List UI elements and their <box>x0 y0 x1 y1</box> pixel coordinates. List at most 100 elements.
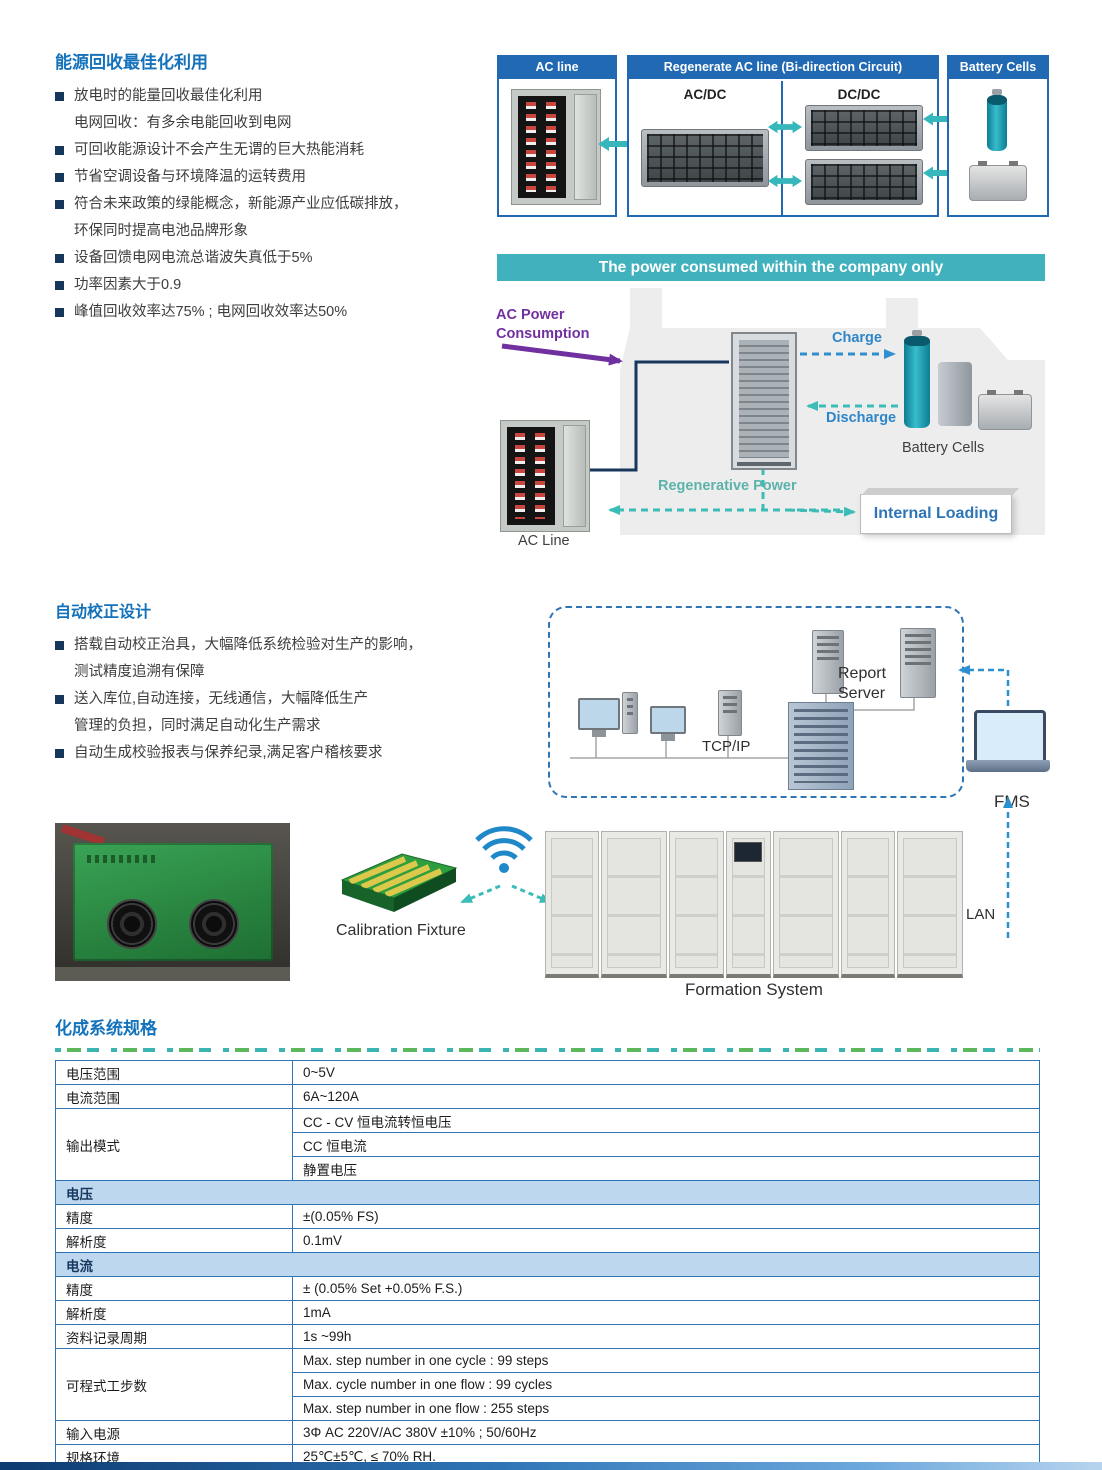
list-item-text: 测试精度追溯有保障 <box>74 664 205 680</box>
regenerative-power-label: Regenerative Power <box>658 478 797 494</box>
spec-value-cell: 1s ~99h <box>292 1324 1040 1349</box>
cabinet-graphic <box>669 831 724 978</box>
spec-value-cell: Max. cycle number in one flow : 99 cycle… <box>292 1372 1040 1397</box>
spec-section-cell: 电压 <box>55 1180 1040 1205</box>
cabinet-graphic <box>772 831 839 978</box>
list-item: 功率因素大于0.9 <box>55 272 495 299</box>
bullet-square-icon <box>55 281 64 290</box>
list-item-text: 搭载自动校正治具，大幅降低系统检验对生产的影响， <box>74 637 422 653</box>
photo-bench <box>55 967 290 981</box>
bullet-square-icon <box>55 173 64 182</box>
table-section-row: 电流 <box>55 1252 1040 1277</box>
footer-gradient-bar <box>0 1462 1102 1470</box>
ac-line-box: AC line <box>497 55 617 217</box>
list-item: 自动生成校验报表与保养纪录,满足客户稽核要求 <box>55 740 505 767</box>
list-item: 测试精度追溯有保障 <box>55 659 505 686</box>
list-item-text: 峰值回收效率达75% ; 电网回收效率达50% <box>74 304 348 320</box>
power-banner: The power consumed within the company on… <box>497 254 1045 281</box>
spec-label-cell: 精度 <box>55 1204 293 1229</box>
formation-rack-graphic <box>731 332 797 470</box>
list-item-text: 环保同时提高电池品牌形象 <box>74 223 248 239</box>
laptop-screen <box>974 710 1046 766</box>
calibration-fixture-icon <box>340 853 458 912</box>
battery-cells-label: Battery Cells <box>902 440 985 456</box>
spec-value-cell: 0~5V <box>292 1060 1040 1085</box>
table-row: Max. cycle number in one flow : 99 cycle… <box>56 1372 1040 1397</box>
charge-label: Charge <box>832 330 882 346</box>
list-item-text: 自动生成校验报表与保养纪录,满足客户稽核要求 <box>74 745 383 761</box>
fixture-photo <box>55 823 290 981</box>
calibration-fixture-label: Calibration Fixture <box>336 922 466 939</box>
server-cabinet-icon <box>788 702 854 790</box>
report-server-label: Report Server <box>838 665 887 702</box>
pc-tower-icon <box>718 690 742 736</box>
list-item: 搭载自动校正治具，大幅降低系统检验对生产的影响， <box>55 632 505 659</box>
list-item: 送入库位,自动连接，无线通信，大幅降低生产 <box>55 686 505 713</box>
calibration-heading: 自动校正设计 <box>55 604 152 621</box>
list-item: 管理的负担，同时满足自动化生产需求 <box>55 713 505 740</box>
breaker-panel-graphic <box>500 420 590 532</box>
spec-value-cell: CC - CV 恒电流转恒电压 <box>292 1108 1040 1133</box>
spec-value-cell: 0.1mV <box>292 1228 1040 1253</box>
factory-silhouette <box>620 288 1045 535</box>
calibration-section: 自动校正设计 搭载自动校正治具，大幅降低系统检验对生产的影响， 测试精度追溯有保… <box>55 598 505 767</box>
cabinet-graphic-with-screen <box>725 831 771 978</box>
prismatic-battery-graphic <box>978 390 1032 430</box>
spec-value-cell: ± (0.05% Set +0.05% F.S.) <box>292 1276 1040 1301</box>
list-item-text: 电网回收：有多余电能回收到电网 <box>74 115 292 131</box>
report-server-tower-icon <box>900 628 936 698</box>
list-item-text: 可回收能源设计不会产生无谓的巨大热能消耗 <box>74 142 364 158</box>
spec-label-cell: 可程式工步数 <box>55 1348 293 1421</box>
table-row: 精度±(0.05% FS) <box>55 1204 1040 1229</box>
table-section-row: 电压 <box>55 1180 1040 1205</box>
double-arrow-icon <box>767 120 803 134</box>
breaker-interior <box>507 427 556 525</box>
table-row: CC 恒电流 <box>56 1132 1040 1157</box>
cabinet-graphic <box>840 831 895 978</box>
ac-power-label: AC Power Consumption <box>496 306 606 344</box>
spec-label-cell: 电流范围 <box>55 1084 293 1109</box>
lan-link-arrow <box>1003 796 1013 938</box>
formation-system-label: Formation System <box>685 980 823 999</box>
double-arrow-icon <box>767 174 803 188</box>
list-item-text: 放电时的能量回收最佳化利用 <box>74 88 263 104</box>
spec-label-cell: 输出模式 <box>55 1108 293 1181</box>
acdc-label: AC/DC <box>683 87 727 102</box>
acdc-module-graphic <box>641 129 769 187</box>
list-item-text: 符合未来政策的绿能概念，新能源产业应低碳排放， <box>74 196 408 212</box>
lan-label: LAN <box>966 906 996 923</box>
breaker-panel-graphic <box>511 89 601 205</box>
list-item-text: 节省空调设备与环境降温的运转费用 <box>74 169 306 185</box>
regenerate-box: Regenerate AC line (Bi-direction Circuit… <box>627 55 939 217</box>
list-item-text: 功率因素大于0.9 <box>74 277 182 293</box>
bullet-square-icon <box>55 308 64 317</box>
dcdc-module-bottom-graphic <box>805 159 923 205</box>
cabinet-graphic <box>896 831 963 978</box>
network-wires-canvas <box>570 694 915 759</box>
cabinet-graphic <box>545 831 600 978</box>
topology-diagram: AC line Regenerate AC line (Bi-direction… <box>497 55 1049 217</box>
bullet-square-icon <box>55 200 64 209</box>
spec-heading: 化成系统规格 <box>55 1019 157 1038</box>
bullet-square-icon <box>55 146 64 155</box>
spec-label-cell: 电压范围 <box>55 1060 293 1085</box>
spec-value-cell: 6A~120A <box>292 1084 1040 1109</box>
pc-tower-icon <box>622 692 638 734</box>
cylindrical-battery-graphic <box>987 95 1007 151</box>
spec-label-cell: 输入电源 <box>55 1420 293 1445</box>
ac-power-label-line2: Consumption <box>496 326 590 342</box>
fan-icon <box>107 899 157 949</box>
table-row: Max. step number in one flow : 255 steps <box>56 1396 1040 1421</box>
spec-value-cell: Max. step number in one cycle : 99 steps <box>292 1348 1040 1373</box>
spec-value-cell: CC 恒电流 <box>292 1132 1040 1157</box>
list-item: 放电时的能量回收最佳化利用 <box>55 83 495 110</box>
breaker-door <box>573 94 597 200</box>
power-flow-diagram: AC Power Consumption Charge Discharge Ba… <box>488 282 1048 552</box>
